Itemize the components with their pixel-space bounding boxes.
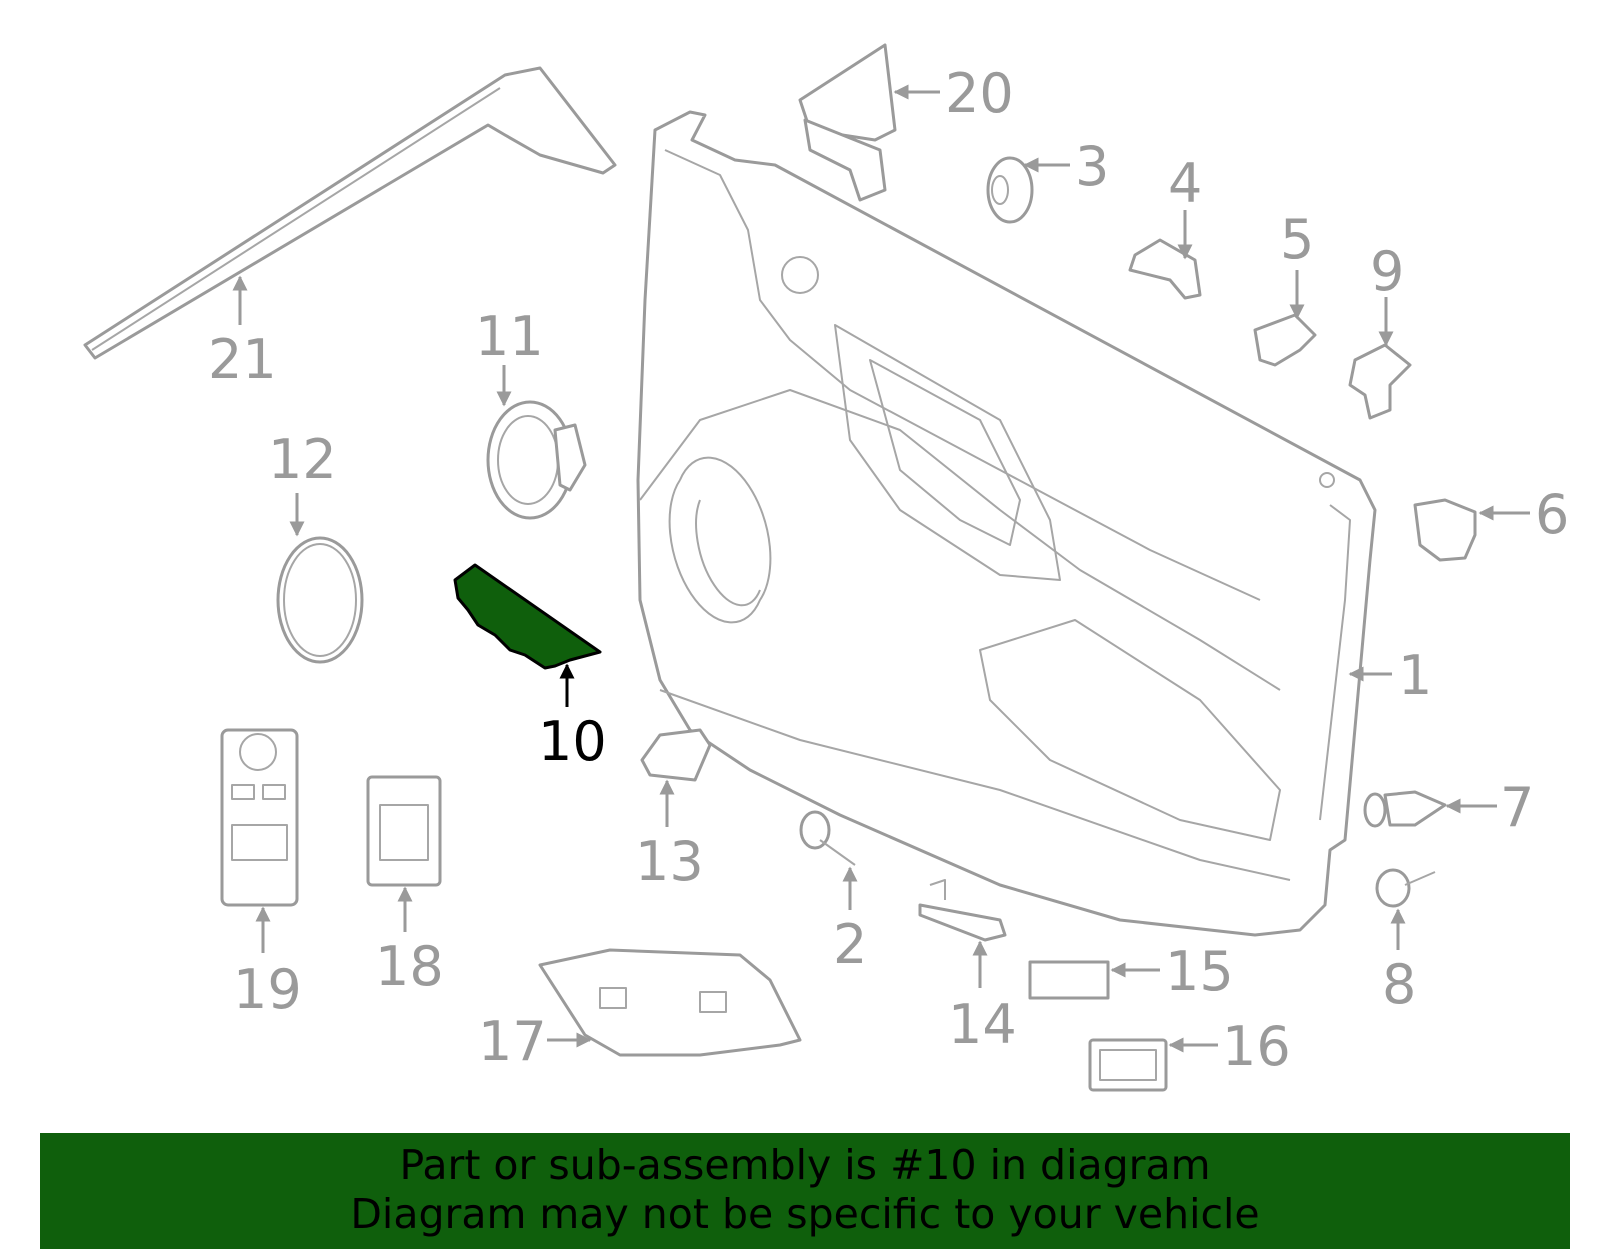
part-7-push-pin[interactable] (1363, 790, 1447, 828)
part-11-speaker[interactable] (486, 400, 587, 520)
callout-6[interactable]: 6 (1535, 483, 1569, 546)
callout-13[interactable]: 13 (635, 830, 704, 893)
part-6-clip[interactable] (1413, 498, 1477, 562)
parts-diagram: 1 2 3 4 5 6 7 8 9 10 11 12 13 14 15 16 1… (83, 43, 1569, 1092)
part-4-bracket[interactable] (1128, 238, 1202, 300)
callout-19[interactable]: 19 (233, 958, 302, 1021)
part-1-door-trim-panel[interactable] (636, 110, 1377, 937)
callout-4[interactable]: 4 (1168, 152, 1202, 215)
part-3-grommet[interactable] (986, 156, 1034, 224)
callout-15[interactable]: 15 (1165, 940, 1234, 1003)
part-20-mirror-sail-cover[interactable] (798, 43, 897, 202)
callout-12[interactable]: 12 (268, 428, 337, 491)
callout-2[interactable]: 2 (833, 913, 867, 976)
callout-11[interactable]: 11 (475, 305, 544, 368)
callout-7[interactable]: 7 (1500, 776, 1534, 839)
callout-16[interactable]: 16 (1222, 1015, 1291, 1078)
part-18-switch[interactable] (366, 775, 442, 887)
callout-5[interactable]: 5 (1280, 208, 1314, 271)
callout-17[interactable]: 17 (478, 1010, 547, 1073)
part-21-belt-molding[interactable] (83, 66, 617, 360)
part-9-clip[interactable] (1348, 343, 1412, 420)
part-5-clip[interactable] (1253, 313, 1317, 367)
banner-line-2: Diagram may not be specific to your vehi… (350, 1190, 1260, 1238)
banner-line-1: Part or sub-assembly is #10 in diagram (399, 1141, 1211, 1189)
part-16-switch[interactable] (1088, 1038, 1168, 1092)
callout-18[interactable]: 18 (375, 935, 444, 998)
part-10-highlighted-trim[interactable] (453, 563, 602, 670)
callout-10[interactable]: 10 (538, 710, 607, 773)
callout-1[interactable]: 1 (1398, 644, 1432, 707)
part-2-screw[interactable] (799, 810, 856, 866)
part-19-master-switch[interactable] (220, 728, 299, 907)
info-banner: Part or sub-assembly is #10 in diagram D… (40, 1133, 1570, 1249)
callout-9[interactable]: 9 (1370, 240, 1404, 303)
part-17-switch-panel[interactable] (538, 948, 802, 1057)
callout-14[interactable]: 14 (948, 993, 1017, 1056)
part-12-speaker-grille[interactable] (276, 536, 364, 664)
part-14-bracket[interactable] (918, 879, 1007, 942)
part-15-grille[interactable] (1028, 960, 1110, 1000)
part-13-module[interactable] (640, 728, 712, 782)
callout-20[interactable]: 20 (945, 62, 1014, 125)
part-8-push-pin[interactable] (1375, 868, 1436, 908)
callout-21[interactable]: 21 (208, 328, 277, 391)
callout-8[interactable]: 8 (1382, 953, 1416, 1016)
callout-3[interactable]: 3 (1075, 135, 1109, 198)
